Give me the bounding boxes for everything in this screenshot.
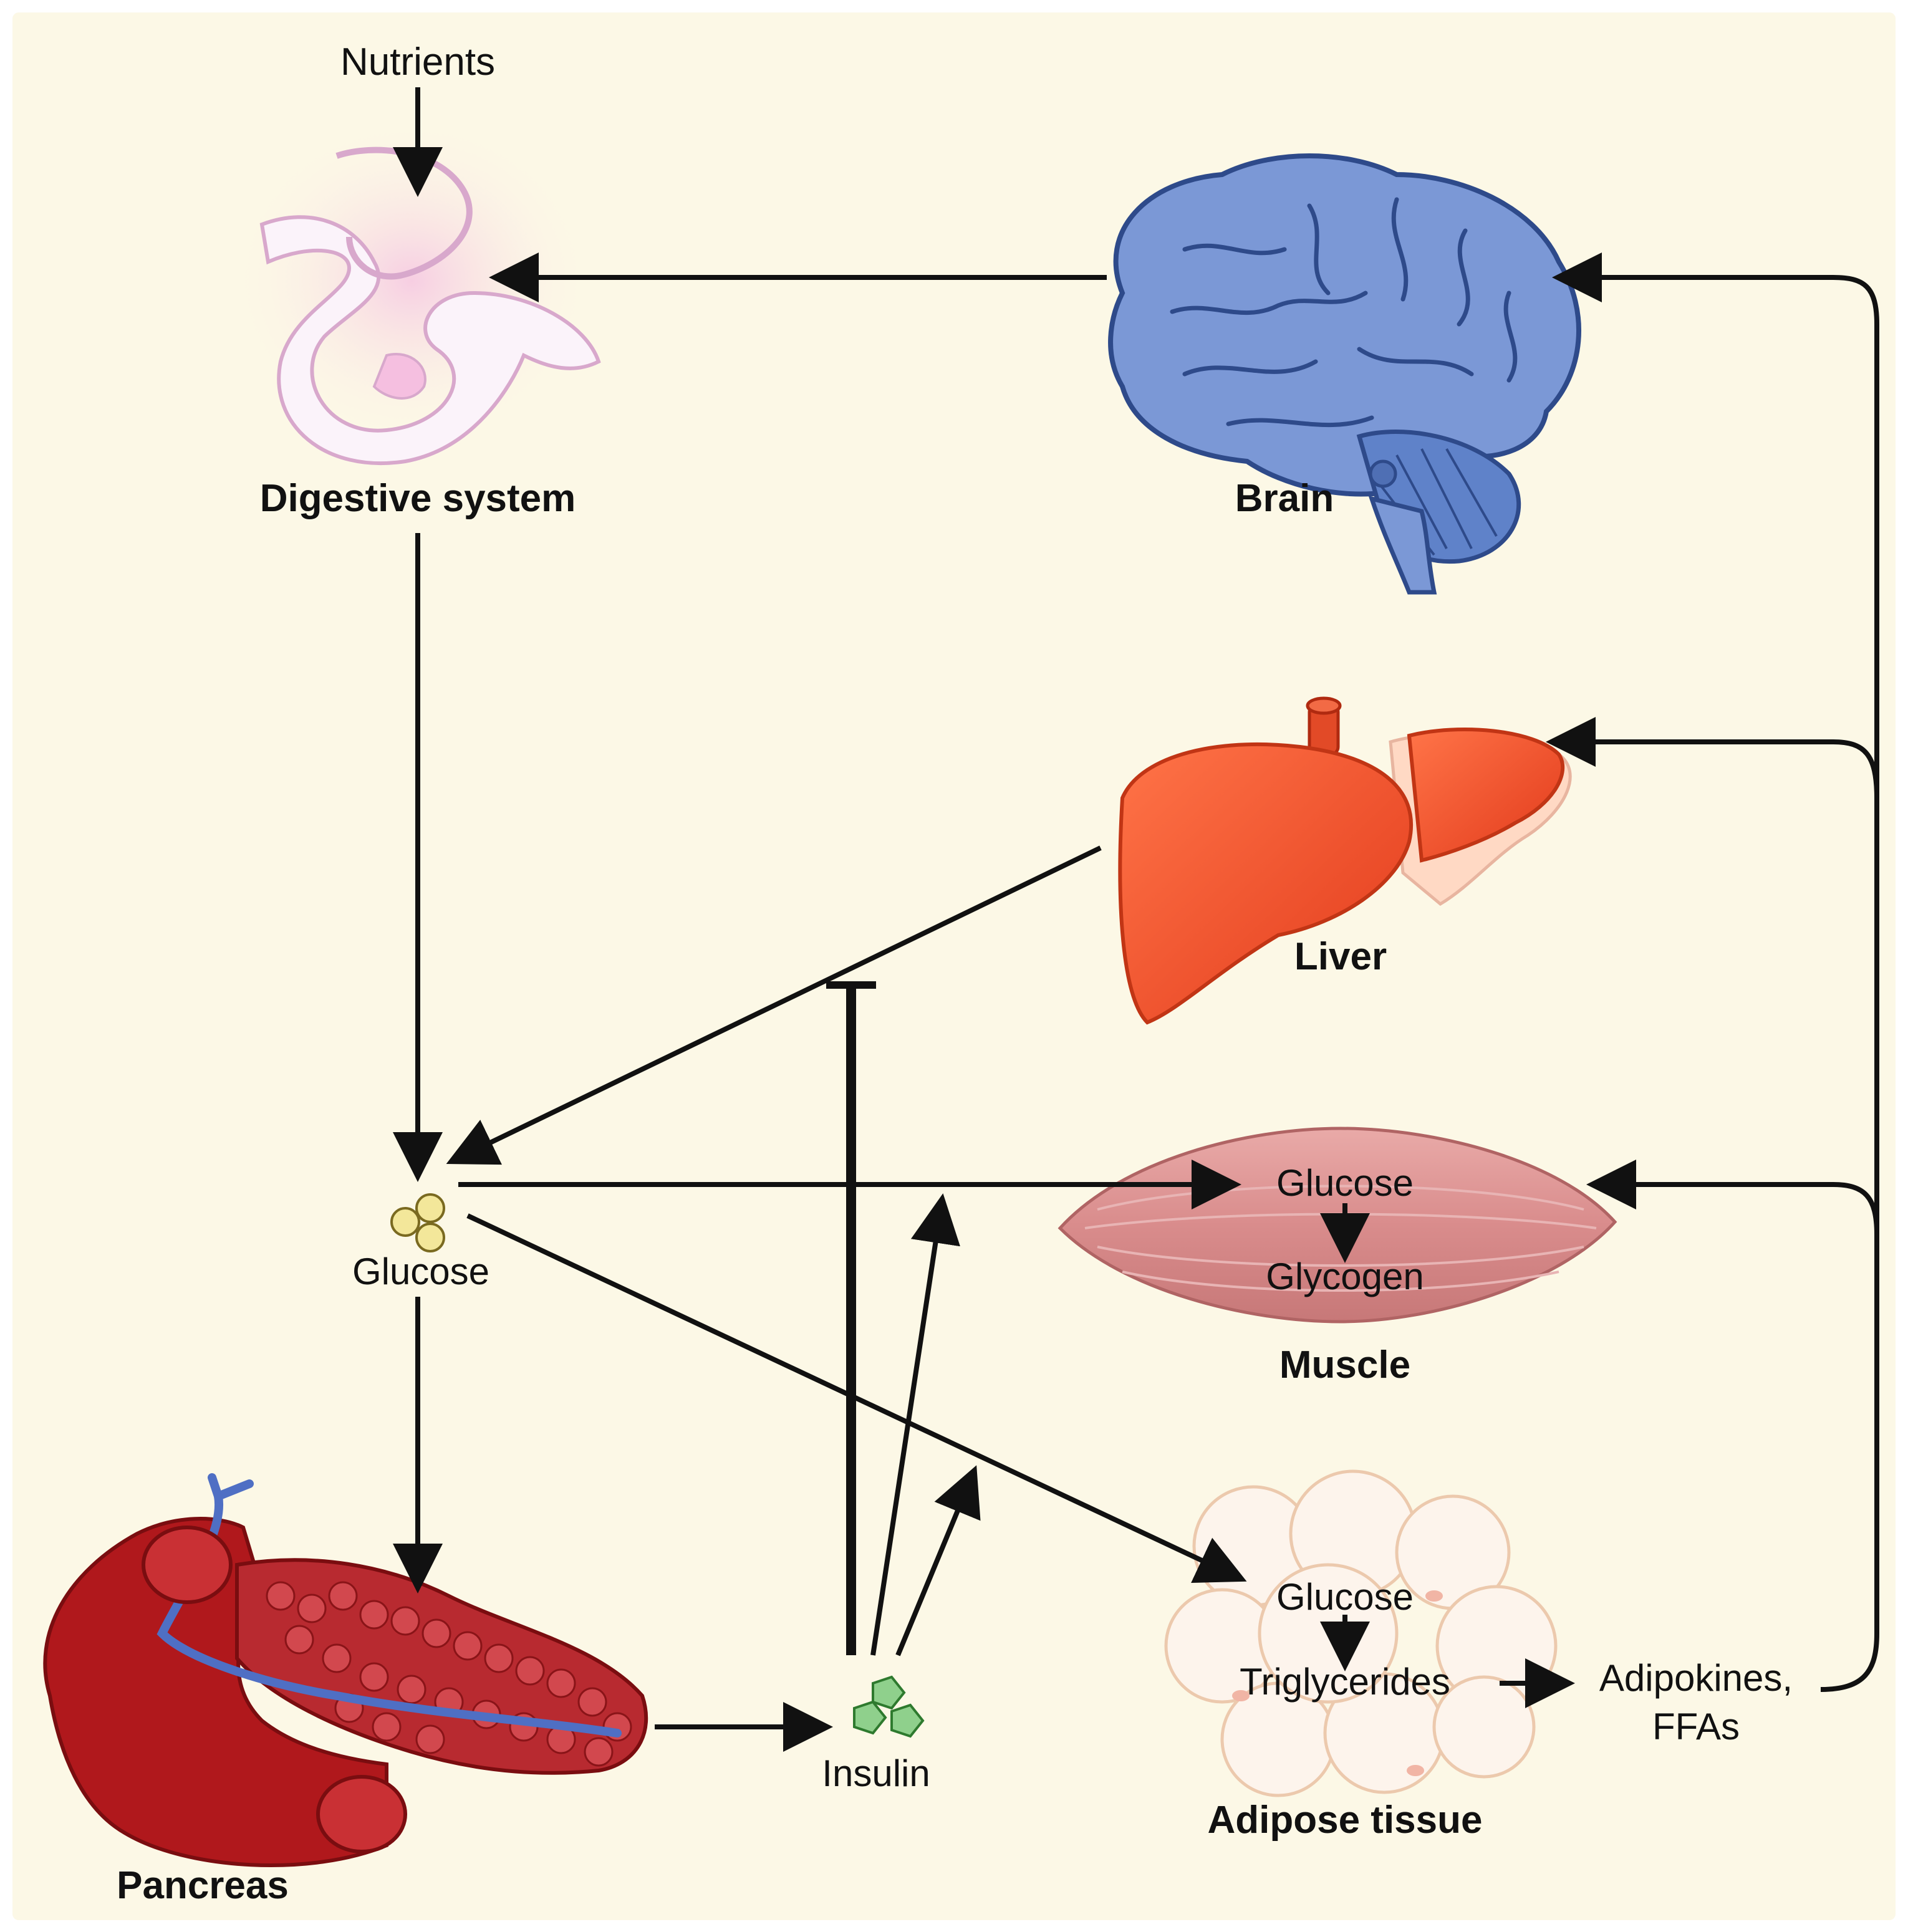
liver-illustration (1118, 696, 1572, 1025)
brain-label: Brain (1235, 477, 1334, 520)
pancreas-illustration (43, 1473, 648, 1867)
brain-illustration (1108, 153, 1581, 595)
nutrients-label: Nutrients (340, 41, 495, 84)
liver-label: Liver (1294, 935, 1387, 978)
adipokines-feedback-loop (1552, 252, 1879, 1692)
insulin-to-muscle-arrow (870, 1193, 960, 1656)
digestive-system-label: Digestive system (260, 477, 576, 520)
glucose-molecule-icon (390, 1193, 445, 1252)
ffas-label: FFAs (1652, 1706, 1740, 1747)
liver-to-glucose-arrow (446, 845, 1102, 1165)
feedback-to-liver-arrow (1546, 717, 1879, 799)
muscle-glucose-label: Glucose (1276, 1162, 1414, 1204)
pancreas-label: Pancreas (117, 1864, 289, 1907)
adipose-tissue-label: Adipose tissue (1208, 1799, 1483, 1842)
adipose-triglycerides-label: Triglycerides (1240, 1661, 1450, 1703)
insulin-molecule-icon (853, 1675, 925, 1738)
muscle-label: Muscle (1279, 1343, 1410, 1387)
muscle-glycogen-label: Glycogen (1266, 1256, 1424, 1297)
insulin-inhibits-liver-bar (826, 981, 876, 1655)
glucose-label: Glucose (352, 1251, 489, 1292)
feedback-to-muscle-arrow (1586, 1160, 1879, 1235)
insulin-label: Insulin (822, 1752, 930, 1794)
adipose-glucose-label: Glucose (1276, 1576, 1414, 1618)
insulin-to-adipose-arrow (895, 1465, 981, 1656)
adipose-tissue-illustration (1164, 1469, 1558, 1797)
adipokines-label: Adipokines, (1599, 1657, 1793, 1699)
